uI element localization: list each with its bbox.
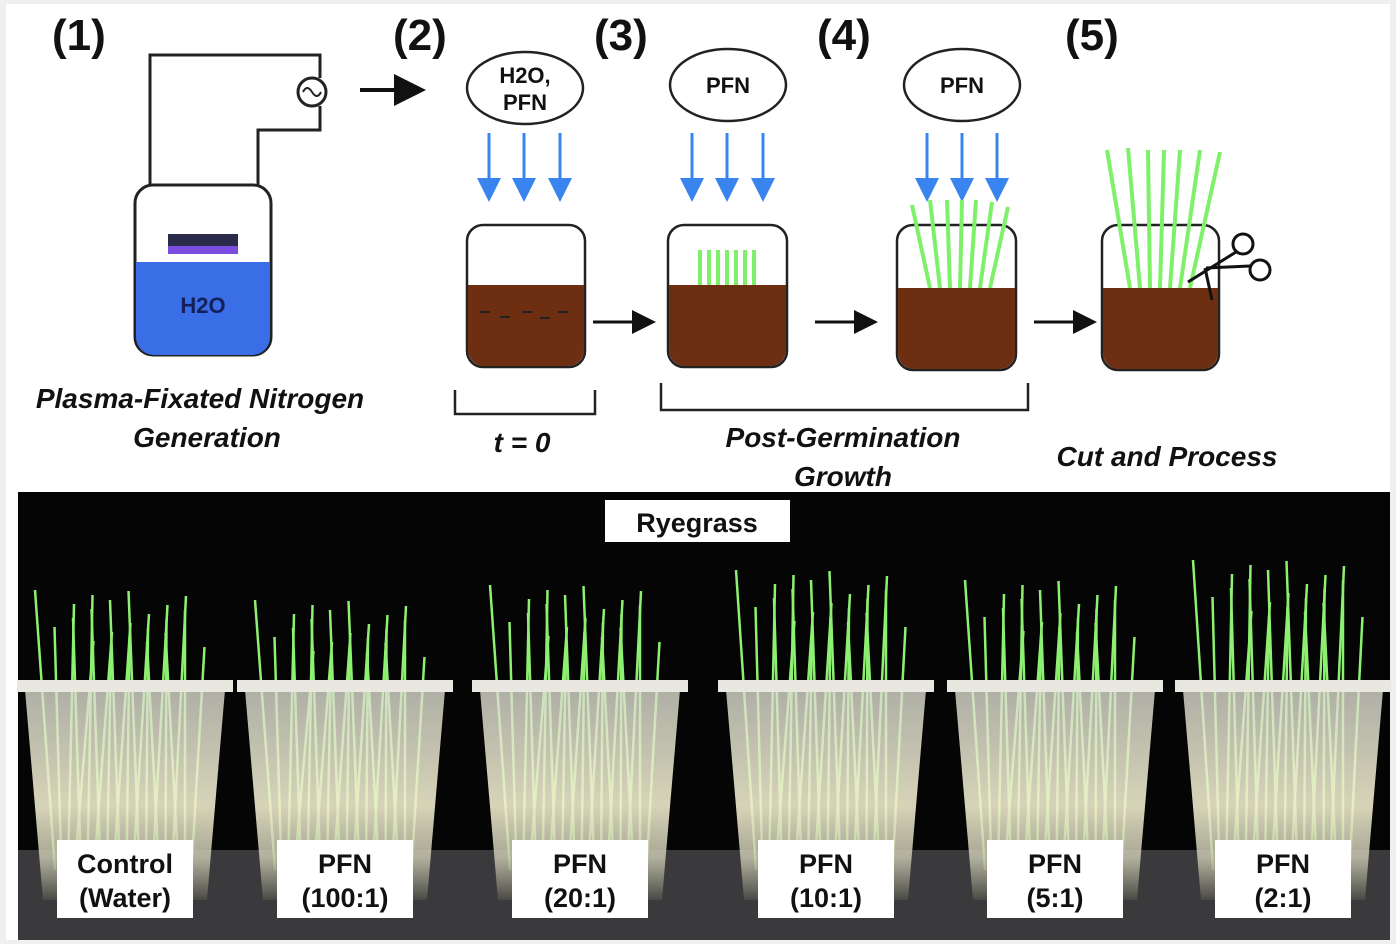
svg-text:PFN: PFN bbox=[940, 73, 984, 98]
step-label-1: (1) bbox=[52, 11, 106, 60]
svg-text:PFN: PFN bbox=[706, 73, 750, 98]
oval-pfn-3: PFN bbox=[668, 47, 788, 123]
cup-rim bbox=[237, 680, 453, 692]
pot-growth bbox=[895, 199, 1018, 372]
step-label-5: (5) bbox=[1065, 11, 1119, 60]
pot-germination bbox=[666, 223, 789, 369]
oval-h2o-pfn: H2O, PFN bbox=[465, 50, 585, 126]
scissors-icon bbox=[1187, 232, 1272, 301]
cup-rim bbox=[947, 680, 1163, 692]
svg-text:(20:1): (20:1) bbox=[544, 883, 616, 913]
svg-text:PFN: PFN bbox=[1256, 849, 1310, 879]
step-label-4: (4) bbox=[817, 11, 871, 60]
svg-text:(Water): (Water) bbox=[79, 883, 171, 913]
svg-text:(10:1): (10:1) bbox=[790, 883, 862, 913]
cup-label-4: PFN (5:1) bbox=[987, 840, 1123, 918]
cup-label-2: PFN (20:1) bbox=[512, 840, 648, 918]
cup-label-1: PFN (100:1) bbox=[277, 840, 413, 918]
svg-text:PFN: PFN bbox=[503, 90, 547, 115]
ryegrass-photo: Ryegrass bbox=[17, 492, 1391, 940]
svg-text:(100:1): (100:1) bbox=[301, 883, 388, 913]
blue-arrows bbox=[477, 133, 1009, 202]
cup-label-3: PFN (10:1) bbox=[758, 840, 894, 918]
photo-title: Ryegrass bbox=[636, 508, 758, 538]
svg-text:(2:1): (2:1) bbox=[1254, 883, 1311, 913]
bracket-growth bbox=[659, 383, 1030, 412]
plasma-generator: H2O bbox=[133, 53, 328, 357]
cut-caption: Cut and Process bbox=[1057, 441, 1278, 472]
water-label: H2O bbox=[180, 293, 225, 318]
svg-text:(5:1): (5:1) bbox=[1026, 883, 1083, 913]
svg-text:PFN: PFN bbox=[1028, 849, 1082, 879]
step-label-2: (2) bbox=[393, 11, 447, 60]
generator-caption-line1: Plasma-Fixated Nitrogen bbox=[36, 383, 364, 414]
svg-text:H2O,: H2O, bbox=[499, 63, 550, 88]
cup-rim bbox=[1175, 680, 1391, 692]
growth-caption-line2: Growth bbox=[794, 461, 892, 492]
oval-pfn-4: PFN bbox=[902, 47, 1022, 123]
generator-caption-line2: Generation bbox=[133, 422, 281, 453]
cup-label-0: Control (Water) bbox=[57, 840, 193, 918]
svg-text:PFN: PFN bbox=[553, 849, 607, 879]
step-label-3: (3) bbox=[594, 11, 648, 60]
t0-caption: t = 0 bbox=[494, 427, 551, 458]
pot-t0 bbox=[465, 223, 587, 369]
cup-rim bbox=[17, 680, 233, 692]
pot-cut bbox=[1100, 147, 1272, 372]
growth-caption-line1: Post-Germination bbox=[726, 422, 961, 453]
cup-label-5: PFN (2:1) bbox=[1215, 840, 1351, 918]
svg-text:PFN: PFN bbox=[799, 849, 853, 879]
svg-text:PFN: PFN bbox=[318, 849, 372, 879]
cup-rim bbox=[718, 680, 934, 692]
svg-text:Control: Control bbox=[77, 849, 173, 879]
cup-rim bbox=[472, 680, 688, 692]
bracket-t0 bbox=[453, 390, 597, 416]
